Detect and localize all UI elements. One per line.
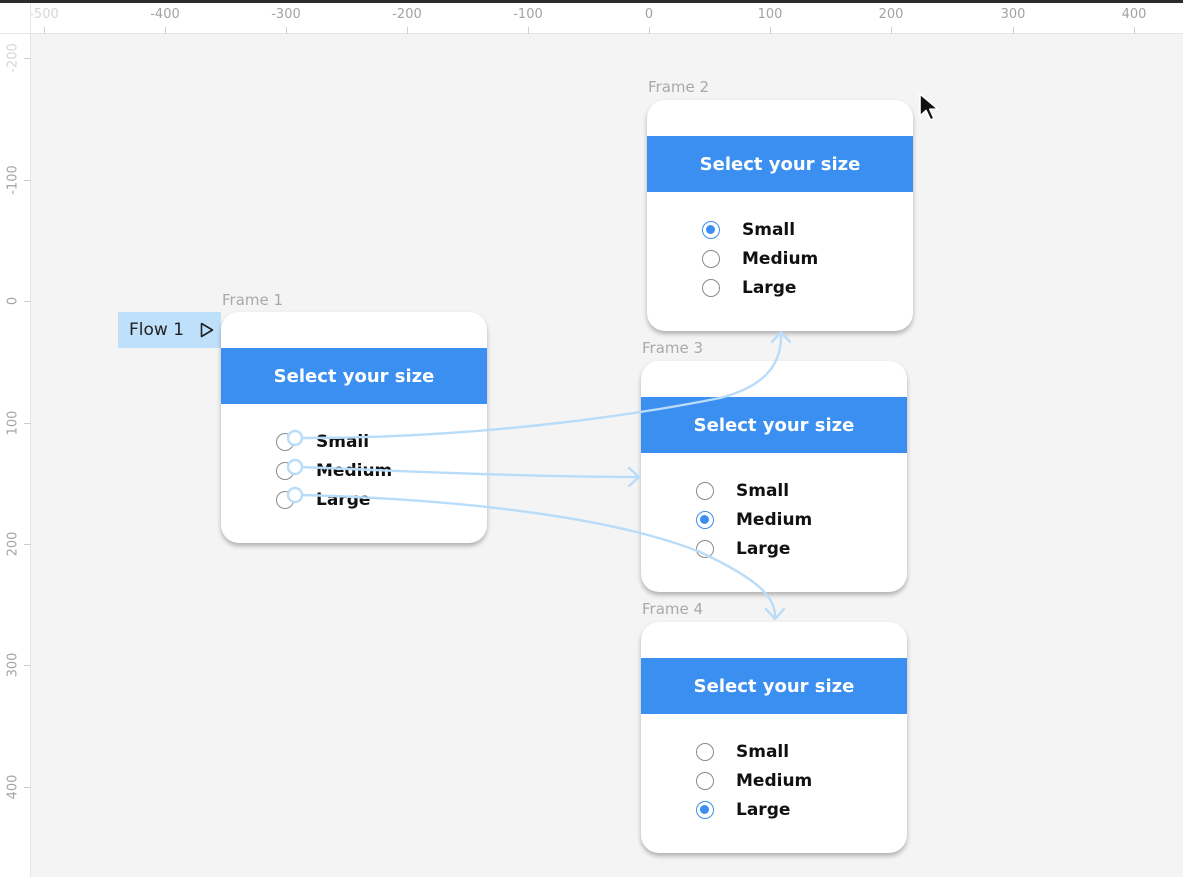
option-label: Medium (736, 770, 813, 791)
ruler-tick (24, 544, 31, 545)
ruler-label: 100 (5, 410, 21, 436)
ruler-tick (407, 27, 408, 34)
arrowhead-right (627, 466, 641, 488)
size-options: Small Medium Large (276, 427, 392, 514)
horizontal-ruler[interactable]: -500 -400 -300 -200 -100 0 100 200 300 4… (0, 3, 1183, 34)
frame-1-label[interactable]: Frame 1 (222, 291, 284, 309)
option-small[interactable]: Small (696, 476, 812, 505)
radio-button[interactable] (702, 278, 720, 297)
size-options: Small Medium Large (696, 476, 812, 563)
option-label: Small (736, 480, 790, 501)
option-small[interactable]: Small (696, 737, 812, 766)
ruler-label: 0 (644, 7, 654, 22)
arrowhead-down (764, 607, 786, 621)
radio-button[interactable] (696, 771, 714, 790)
ruler-tick (24, 180, 31, 181)
radio-button[interactable] (276, 461, 294, 480)
option-label: Medium (736, 509, 813, 530)
option-medium[interactable]: Medium (276, 456, 392, 485)
option-small[interactable]: Small (276, 427, 392, 456)
option-large[interactable]: Large (702, 273, 818, 302)
ruler-tick (649, 27, 650, 34)
size-options: Small Medium Large (702, 215, 818, 302)
ruler-tick (1013, 27, 1014, 34)
ruler-label: -300 (271, 7, 301, 22)
ruler-label: -100 (513, 7, 543, 22)
option-label: Large (742, 277, 797, 298)
option-large[interactable]: Large (276, 485, 392, 514)
ruler-label: 100 (757, 7, 783, 22)
ruler-tick (165, 27, 166, 34)
ruler-tick (891, 27, 892, 34)
option-large[interactable]: Large (696, 795, 812, 824)
ruler-tick (24, 665, 31, 666)
option-small[interactable]: Small (702, 215, 818, 244)
ruler-tick (44, 27, 45, 34)
ruler-tick (24, 301, 31, 302)
option-label: Large (736, 799, 791, 820)
radio-button[interactable] (276, 432, 294, 451)
option-label: Large (316, 489, 371, 510)
mouse-cursor-icon (918, 92, 942, 127)
ruler-label: -400 (150, 7, 180, 22)
ruler-label: 400 (1121, 7, 1147, 22)
ruler-label: -200 (5, 43, 21, 73)
frame-header: Select your size (641, 397, 907, 453)
frame-2-label[interactable]: Frame 2 (648, 78, 710, 96)
option-label: Small (316, 431, 370, 452)
option-label: Medium (316, 460, 393, 481)
size-options: Small Medium Large (696, 737, 812, 824)
radio-button-checked[interactable] (696, 510, 714, 529)
radio-button-checked[interactable] (702, 220, 720, 239)
window-top-strip (0, 0, 1183, 3)
play-icon[interactable] (200, 322, 214, 338)
radio-button[interactable] (702, 249, 720, 268)
option-label: Medium (742, 248, 819, 269)
ruler-label: -100 (5, 165, 21, 195)
ruler-label: -500 (29, 7, 59, 22)
ruler-label: 300 (5, 652, 21, 678)
ruler-tick (24, 787, 31, 788)
ruler-tick (528, 27, 529, 34)
option-medium[interactable]: Medium (696, 505, 812, 534)
frame-1[interactable]: Select your size Small Medium Large (221, 312, 487, 543)
ruler-tick (286, 27, 287, 34)
option-large[interactable]: Large (696, 534, 812, 563)
ruler-tick (24, 58, 31, 59)
flow-label: Flow 1 (129, 320, 185, 340)
radio-button[interactable] (696, 481, 714, 500)
frame-3-label[interactable]: Frame 3 (642, 339, 704, 357)
option-medium[interactable]: Medium (696, 766, 812, 795)
ruler-label: 200 (878, 7, 904, 22)
frame-2[interactable]: Select your size Small Medium Large (647, 100, 913, 331)
ruler-label: 200 (5, 531, 21, 557)
frame-header: Select your size (641, 658, 907, 714)
frame-4-label[interactable]: Frame 4 (642, 600, 704, 618)
arrowhead-up (770, 330, 792, 344)
ruler-corner (0, 3, 31, 34)
option-label: Small (742, 219, 796, 240)
frame-3[interactable]: Select your size Small Medium Large (641, 361, 907, 592)
option-label: Small (736, 741, 790, 762)
ruler-label: 300 (1000, 7, 1026, 22)
frame-header: Select your size (647, 136, 913, 192)
option-label: Large (736, 538, 791, 559)
ruler-tick (24, 423, 31, 424)
radio-button[interactable] (696, 742, 714, 761)
radio-button[interactable] (696, 539, 714, 558)
option-medium[interactable]: Medium (702, 244, 818, 273)
vertical-ruler[interactable]: -200 -100 0 100 200 300 400 (0, 34, 31, 877)
ruler-tick (1134, 27, 1135, 34)
ruler-label: -200 (392, 7, 422, 22)
flow-start-button[interactable]: Flow 1 (118, 312, 221, 348)
ruler-label: 0 (5, 296, 21, 306)
ruler-tick (770, 27, 771, 34)
frame-header: Select your size (221, 348, 487, 404)
ruler-label: 400 (5, 774, 21, 800)
radio-button-checked[interactable] (696, 800, 714, 819)
radio-button[interactable] (276, 490, 294, 509)
frame-4[interactable]: Select your size Small Medium Large (641, 622, 907, 853)
